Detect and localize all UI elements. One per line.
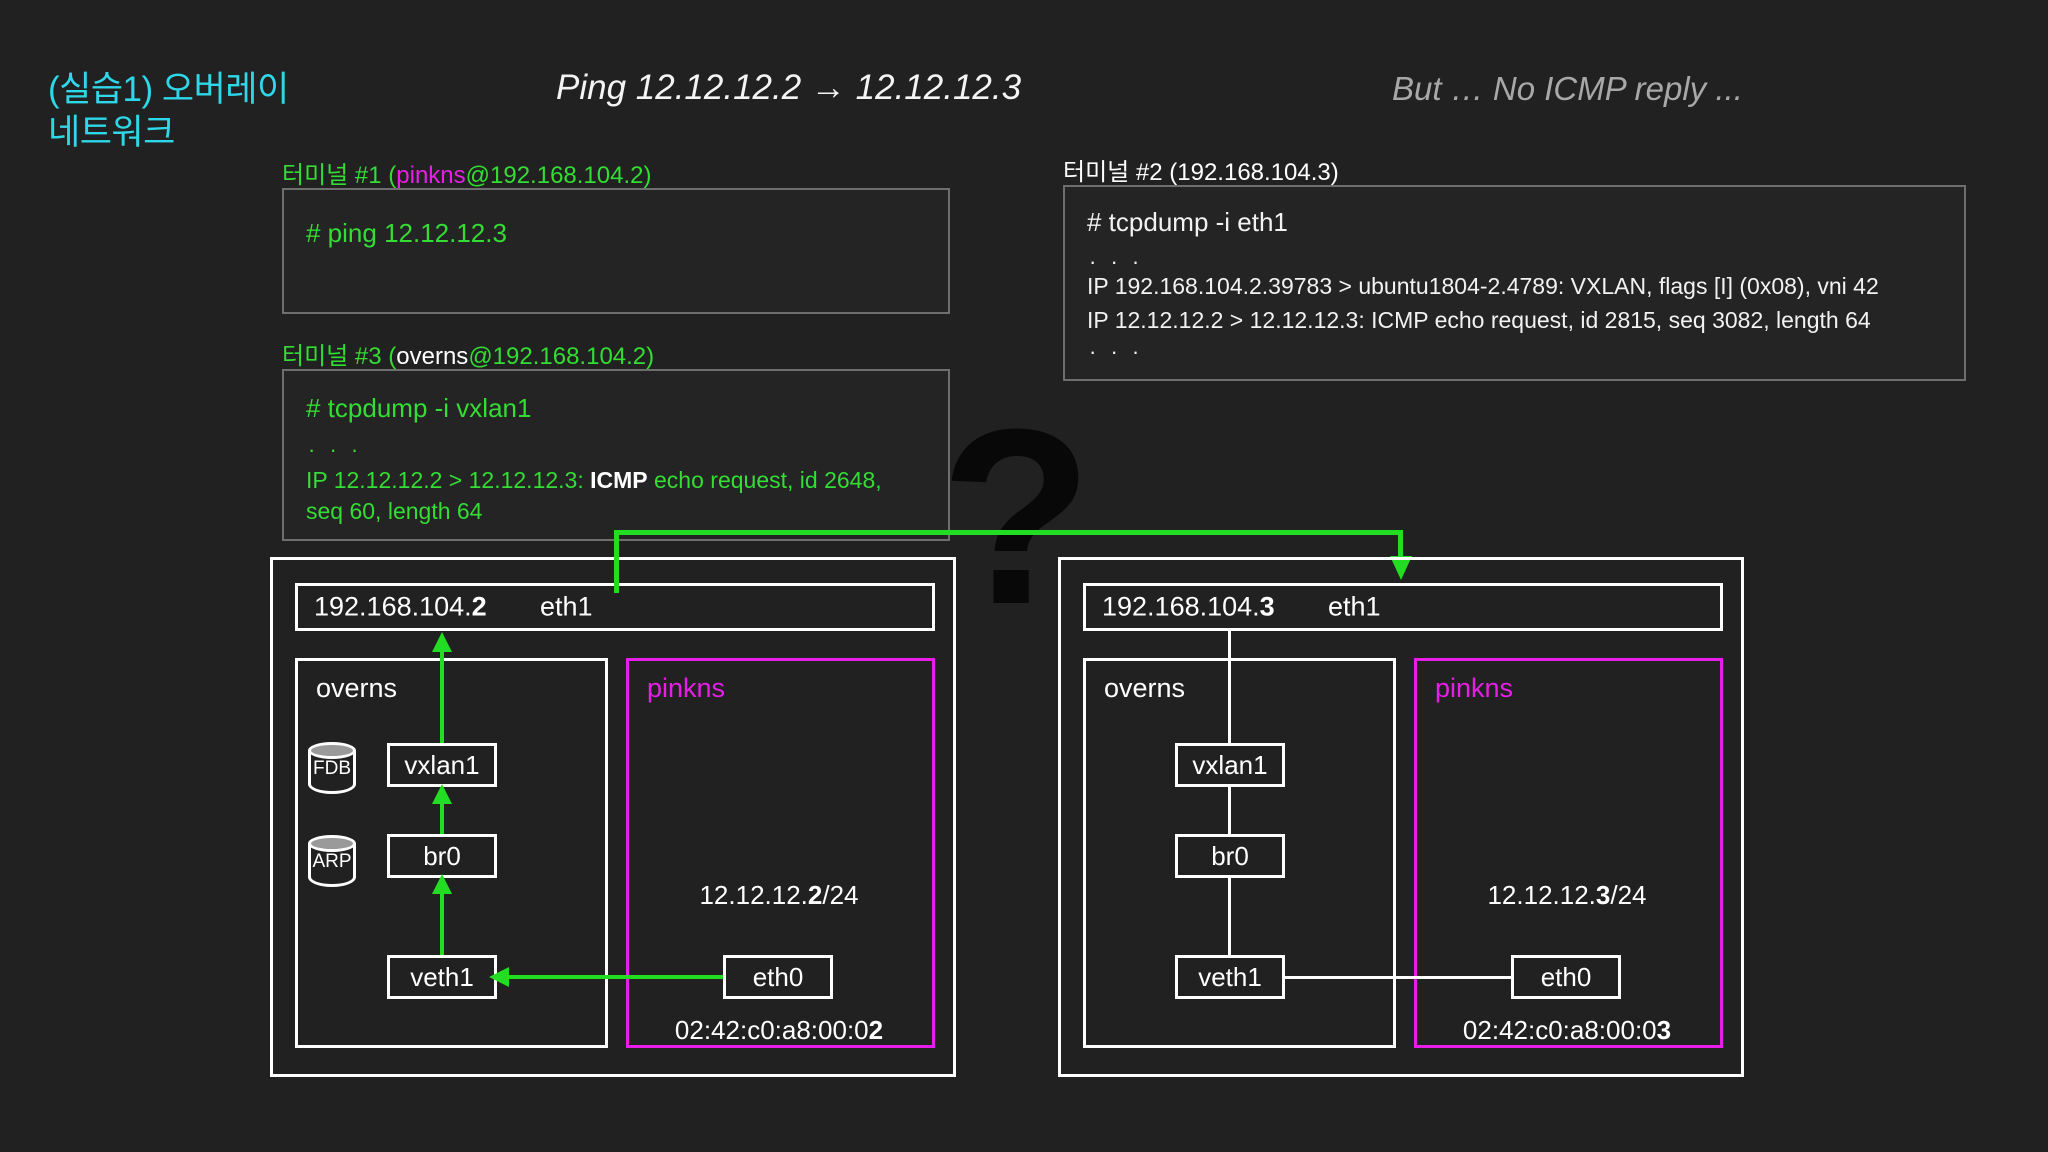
terminal3-header-suffix: @192.168.104.2) — [468, 343, 655, 370]
terminal3-ellipsis: · · · — [308, 437, 363, 462]
terminal3-output-icmp: ICMP — [590, 467, 648, 493]
host-left-br0-device: br0 — [387, 834, 497, 878]
host-right-container-mac: 02:42:c0:a8:00:03 — [1462, 1015, 1672, 1045]
terminal3-window[interactable]: # tcpdump -i vxlan1 · · · IP 12.12.12.2 … — [282, 369, 950, 541]
host-right-link-vxlan1-br0 — [1228, 785, 1231, 836]
host-right-pinkns-box: pinkns — [1414, 658, 1723, 1048]
host-left-overns-box: overns — [295, 658, 608, 1048]
packet-arrow-vxlan1-to-eth1 — [440, 648, 444, 743]
host-left-container-mac: 02:42:c0:a8:00:02 — [674, 1015, 884, 1045]
terminal3-output-line: IP 12.12.12.2 > 12.12.12.3: ICMP echo re… — [306, 465, 924, 527]
host-left-pinkns-label: pinkns — [647, 673, 726, 703]
host-left-fdb-store-icon: FDB — [308, 742, 356, 798]
terminal1-command: # ping 12.12.12.3 — [306, 218, 507, 248]
no-icmp-reply-note: But … No ICMP reply ... — [1392, 70, 1743, 107]
terminal2-output-line2: IP 12.12.12.2 > 12.12.12.3: ICMP echo re… — [1087, 307, 1871, 333]
host-right-eth1-box: 192.168.104.3 eth1 — [1083, 583, 1723, 631]
terminal3-header: 터미널 #3 (overns@192.168.104.2) — [282, 336, 654, 371]
host-left-fdb-label: FDB — [313, 758, 351, 779]
terminal1-header-suffix: @192.168.104.2) — [465, 162, 652, 189]
page-title-line2: 네트워크 — [48, 113, 175, 153]
host-right-veth1-device: veth1 — [1175, 955, 1285, 999]
packet-arrow-interhost-horizontal — [614, 530, 1403, 535]
terminal3-header-prefix: 터미널 #3 ( — [282, 343, 397, 370]
terminal2-output-line1: IP 192.168.104.2.39783 > ubuntu1804-2.47… — [1087, 273, 1879, 299]
packet-arrow-br0-to-vxlan1-head — [432, 784, 452, 804]
packet-arrow-interhost-vertical-right — [1398, 530, 1403, 558]
host-right-box — [1058, 557, 1744, 1077]
host-right-link-br0-veth1 — [1228, 876, 1231, 957]
packet-arrow-interhost-head — [1390, 556, 1412, 580]
terminal2-window[interactable]: # tcpdump -i eth1 · · · IP 192.168.104.2… — [1063, 185, 1966, 381]
packet-arrow-veth1-to-br0 — [440, 890, 444, 955]
page-title: (실습1) 오버레이 네트워크 — [48, 68, 428, 155]
host-left-box — [270, 557, 956, 1077]
host-left-eth1-ip: 192.168.104.2 — [314, 591, 487, 622]
terminal1-window[interactable]: # ping 12.12.12.3 — [282, 188, 950, 314]
terminal3-header-user: overns — [396, 343, 469, 370]
host-right-vxlan1-device: vxlan1 — [1175, 743, 1285, 787]
host-left-vxlan1-device: vxlan1 — [387, 743, 497, 787]
host-right-eth1-label: eth1 — [1328, 591, 1381, 622]
host-left-eth1-label: eth1 — [540, 591, 593, 622]
question-mark-icon: ? — [940, 377, 1093, 656]
terminal1-header-prefix: 터미널 #1 ( — [282, 162, 397, 189]
ping-headline: Ping 12.12.12.2 → 12.12.12.3 — [556, 68, 1022, 107]
terminal3-command: # tcpdump -i vxlan1 — [306, 393, 532, 423]
packet-arrow-veth1-to-br0-head — [432, 874, 452, 894]
packet-arrow-interhost-vertical-left — [614, 530, 619, 593]
host-left-arp-store-icon: ARP — [308, 835, 356, 891]
host-right-pinkns-label: pinkns — [1435, 673, 1514, 703]
host-right-br0-device: br0 — [1175, 834, 1285, 878]
page-title-line1: (실습1) 오버레이 — [48, 70, 289, 109]
host-left-pinkns-box: pinkns — [626, 658, 935, 1048]
terminal2-command: # tcpdump -i eth1 — [1087, 207, 1288, 237]
host-left-veth1-device: veth1 — [387, 955, 497, 999]
host-left-eth0-device: eth0 — [723, 955, 833, 999]
terminal2-ellipsis-bottom: · · · — [1089, 339, 1144, 364]
host-right-link-veth1-eth0 — [1283, 976, 1513, 979]
terminal2-header: 터미널 #2 (192.168.104.3) — [1063, 159, 1339, 186]
packet-arrow-br0-to-vxlan1 — [440, 800, 444, 834]
host-left-arp-label: ARP — [312, 851, 352, 872]
terminal2-ellipsis-top: · · · — [1089, 249, 1144, 274]
terminal3-output-post: echo request, id 2648, seq 60, length 64 — [306, 467, 882, 524]
packet-arrow-eth0-to-veth1 — [505, 975, 723, 979]
host-left-overns-label: overns — [316, 673, 398, 703]
packet-arrow-vxlan1-to-eth1-head — [432, 632, 452, 652]
host-left-container-ip: 12.12.12.2/24 — [699, 880, 859, 910]
host-right-container-ip: 12.12.12.3/24 — [1487, 880, 1647, 910]
terminal1-header: 터미널 #1 (pinkns@192.168.104.2) — [282, 155, 651, 190]
host-right-link-eth1-vxlan1 — [1228, 630, 1231, 744]
terminal3-output-pre: IP 12.12.12.2 > 12.12.12.3: — [306, 467, 591, 493]
host-right-overns-box: overns — [1083, 658, 1396, 1048]
terminal1-header-user: pinkns — [396, 162, 466, 189]
host-right-eth1-ip: 192.168.104.3 — [1102, 591, 1275, 622]
packet-arrow-eth0-to-veth1-head — [489, 967, 509, 987]
host-right-eth0-device: eth0 — [1511, 955, 1621, 999]
host-right-overns-label: overns — [1104, 673, 1186, 703]
